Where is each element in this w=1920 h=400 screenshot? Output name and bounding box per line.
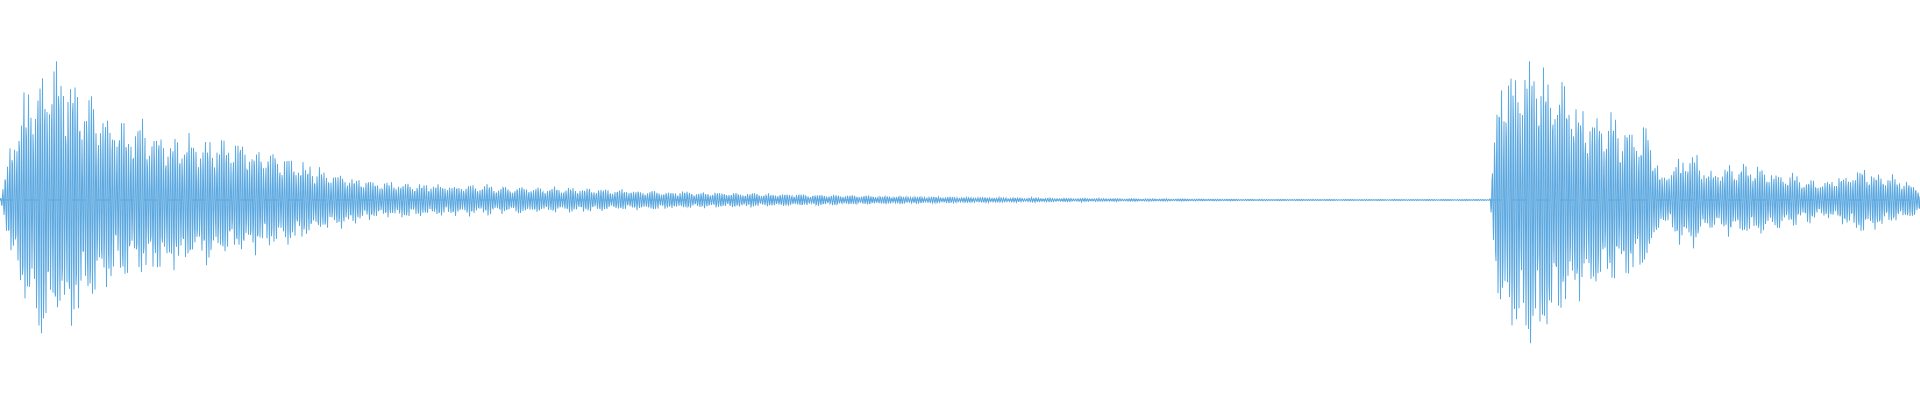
waveform-trace — [0, 61, 1920, 344]
